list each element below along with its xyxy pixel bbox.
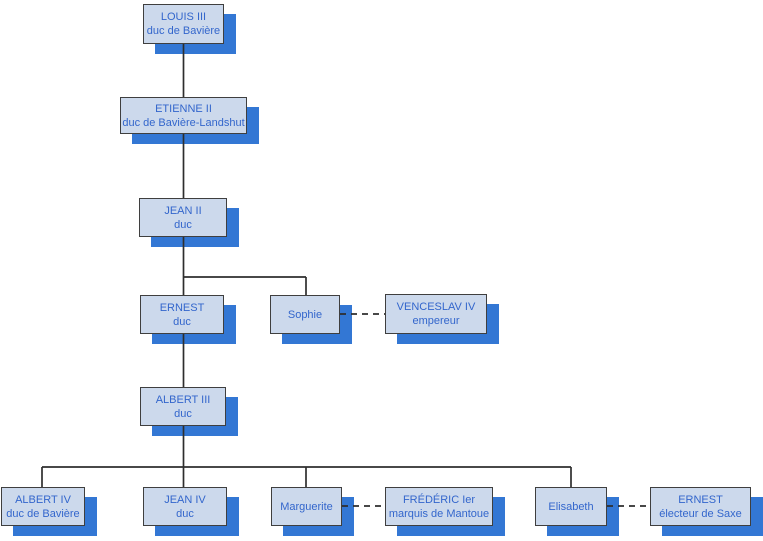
node-name: ETIENNE II xyxy=(155,102,212,115)
node-title: marquis de Mantoue xyxy=(388,507,490,520)
node-title: duc xyxy=(176,507,194,520)
tree-node-louis-iii[interactable]: LOUIS III duc de Bavière xyxy=(143,4,224,44)
tree-node-venceslav-iv[interactable]: VENCESLAV IV empereur xyxy=(385,294,487,334)
node-name: LOUIS III xyxy=(160,11,207,23)
node-title: duc de Bavière-Landshut xyxy=(122,116,245,129)
node-name: ALBERT III xyxy=(155,393,211,406)
tree-node-frederic-ier[interactable]: FRÉDÉRIC Ier marquis de Mantoue xyxy=(385,487,493,526)
node-name: JEAN II xyxy=(164,204,202,217)
node-name: JEAN IV xyxy=(164,493,206,506)
tree-node-marguerite[interactable]: Marguerite xyxy=(271,487,342,526)
tree-node-albert-iii[interactable]: ALBERT III duc xyxy=(140,387,226,426)
node-name: Elisabeth xyxy=(548,500,594,513)
tree-node-ernest-duc[interactable]: ERNEST duc xyxy=(140,295,224,334)
node-title: duc xyxy=(173,315,191,328)
node-title: électeur de Saxe xyxy=(659,507,742,520)
node-name: VENCESLAV IV xyxy=(396,301,476,313)
node-title: duc de Bavière xyxy=(146,25,221,37)
node-title: duc de Bavière xyxy=(6,507,80,520)
tree-node-etienne-ii[interactable]: ETIENNE II duc de Bavière-Landshut xyxy=(120,97,247,134)
node-title: duc xyxy=(174,218,192,231)
node-name: ERNEST xyxy=(678,493,723,506)
tree-node-sophie[interactable]: Sophie xyxy=(270,295,340,334)
node-name: Sophie xyxy=(287,308,323,321)
tree-node-elisabeth[interactable]: Elisabeth xyxy=(535,487,607,526)
node-name: ALBERT IV xyxy=(15,493,71,506)
tree-node-ernest-saxe[interactable]: ERNEST électeur de Saxe xyxy=(650,487,751,526)
node-name: ERNEST xyxy=(159,301,205,314)
node-name: Marguerite xyxy=(280,500,333,513)
tree-node-albert-iv[interactable]: ALBERT IV duc de Bavière xyxy=(1,487,85,526)
tree-node-jean-ii[interactable]: JEAN II duc xyxy=(139,198,227,237)
tree-node-jean-iv[interactable]: JEAN IV duc xyxy=(143,487,227,526)
node-name: FRÉDÉRIC Ier xyxy=(402,493,476,506)
node-title: empereur xyxy=(412,315,460,327)
node-title: duc xyxy=(174,407,192,420)
